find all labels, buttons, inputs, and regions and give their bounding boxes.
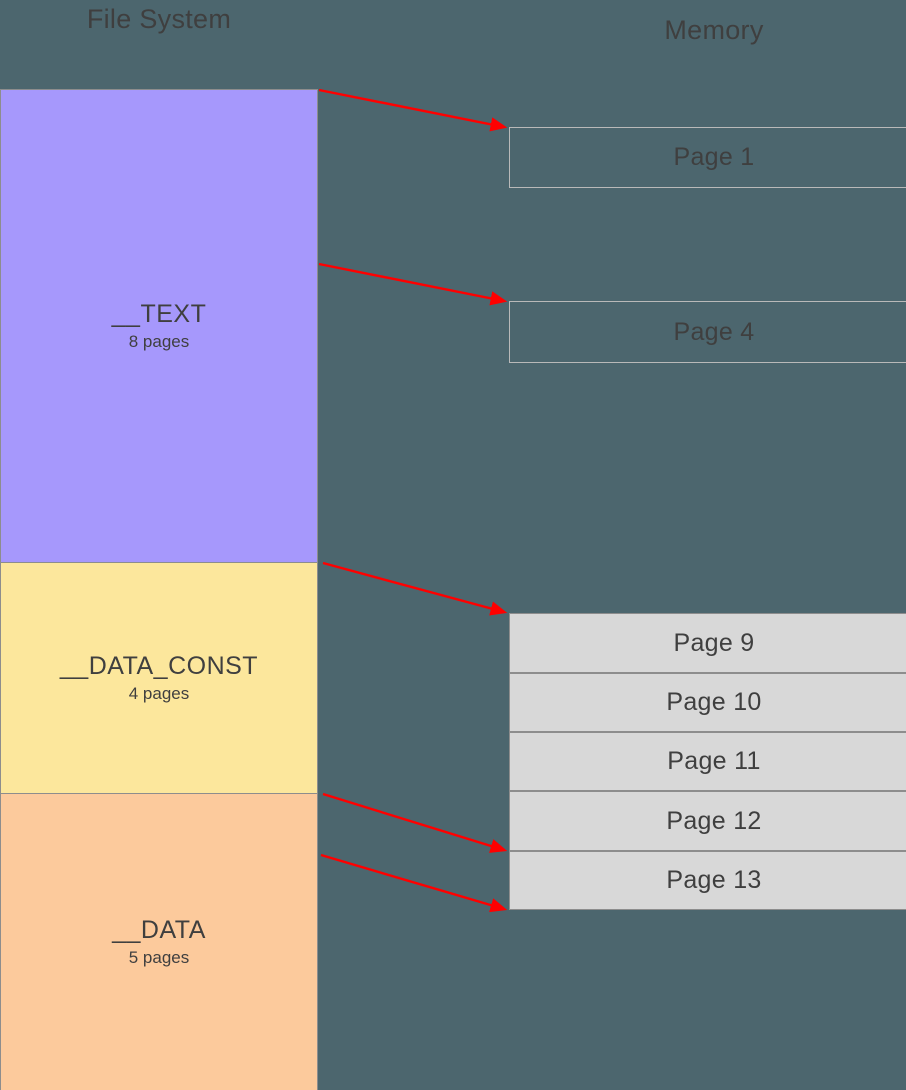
memory-page-4: Page 4 <box>509 301 906 363</box>
fs-segment-data-name: __DATA <box>112 916 206 945</box>
memory-page-13: Page 13 <box>509 851 906 910</box>
fs-segment-data: __DATA 5 pages <box>0 793 318 1090</box>
fs-segment-data-const-pages: 4 pages <box>128 684 190 704</box>
fs-segment-data-const-name: __DATA_CONST <box>59 652 259 681</box>
memory-page-11: Page 11 <box>509 732 906 791</box>
fs-segment-data-const: __DATA_CONST 4 pages <box>0 562 318 794</box>
arrow-text-to-page-1 <box>318 88 508 132</box>
arrow-data-const-to-page-12 <box>322 792 508 853</box>
fs-segment-text: __TEXT 8 pages <box>0 89 318 563</box>
arrow-text-to-page-4 <box>318 262 508 306</box>
memory-page-10: Page 10 <box>509 673 906 732</box>
memory-page-9: Page 9 <box>509 613 906 673</box>
arrow-data-const-to-page-9 <box>322 561 508 616</box>
fs-segment-text-name: __TEXT <box>111 300 207 329</box>
arrow-data-to-page-13 <box>320 853 508 913</box>
fs-segment-data-pages: 5 pages <box>128 948 190 968</box>
memory-page-1: Page 1 <box>509 127 906 188</box>
memory-column-title: Memory <box>664 15 764 45</box>
file-system-column-title: File System <box>86 4 232 34</box>
fs-segment-text-pages: 8 pages <box>128 332 190 352</box>
memory-page-12: Page 12 <box>509 791 906 851</box>
